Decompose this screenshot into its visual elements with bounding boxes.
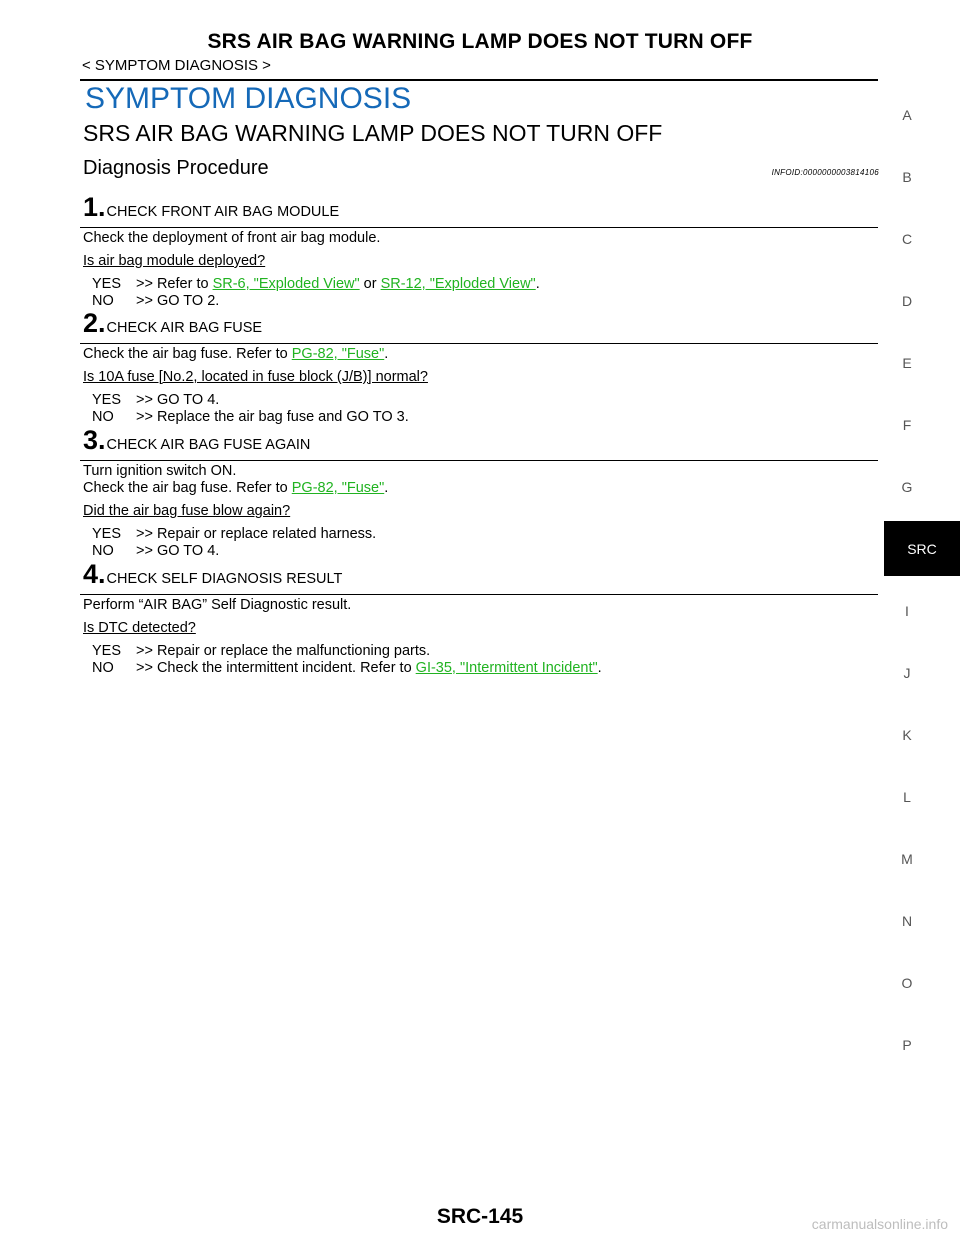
step-heading-3: 3. CHECK AIR BAG FUSE AGAIN bbox=[83, 425, 310, 456]
link-sr-6[interactable]: SR-6, "Exploded View" bbox=[212, 276, 360, 292]
answer-text: >> Repair or replace the malfunctioning … bbox=[136, 643, 431, 659]
step-title: CHECK FRONT AIR BAG MODULE bbox=[106, 204, 340, 220]
side-index-p[interactable]: P bbox=[902, 1037, 912, 1053]
side-index-l[interactable]: L bbox=[903, 789, 911, 805]
answer-text: >> Refer to bbox=[136, 276, 213, 292]
answer-text: >> GO TO 4. bbox=[136, 392, 220, 408]
side-index-a[interactable]: A bbox=[902, 107, 912, 123]
section-title: SYMPTOM DIAGNOSIS bbox=[85, 82, 412, 115]
step-number: 1 bbox=[83, 192, 99, 222]
answer-key: NO bbox=[92, 543, 114, 559]
answer-text: . bbox=[597, 660, 602, 676]
step-body: Turn ignition switch ON. bbox=[83, 463, 237, 479]
answer-key: NO bbox=[92, 660, 114, 676]
answer-text: >> GO TO 2. bbox=[136, 293, 220, 309]
answer-no: NO >> GO TO 2. bbox=[92, 293, 219, 309]
side-index-m[interactable]: M bbox=[901, 851, 913, 867]
answer-no: NO >> Check the intermittent incident. Re… bbox=[92, 660, 602, 676]
watermark: carmanualsonline.info bbox=[811, 1216, 948, 1232]
step-number: 4 bbox=[83, 559, 99, 589]
step-divider bbox=[80, 227, 878, 228]
body-text: Check the air bag fuse. Refer to bbox=[83, 346, 292, 362]
side-index-g[interactable]: G bbox=[901, 479, 913, 495]
step-divider bbox=[80, 594, 878, 595]
page-number: SRC-145 bbox=[436, 1205, 524, 1228]
step-heading-2: 2. CHECK AIR BAG FUSE bbox=[83, 308, 262, 339]
step-dot: . bbox=[98, 559, 106, 589]
step-title: CHECK SELF DIAGNOSIS RESULT bbox=[106, 571, 343, 587]
answer-yes: YES >> GO TO 4. bbox=[92, 392, 219, 408]
step-question: Is 10A fuse [No.2, located in fuse block… bbox=[83, 369, 428, 385]
answer-key: YES bbox=[92, 643, 122, 659]
answer-key: NO bbox=[92, 293, 114, 309]
side-index-j[interactable]: J bbox=[903, 665, 911, 681]
subsection-title: SRS AIR BAG WARNING LAMP DOES NOT TURN O… bbox=[83, 120, 663, 146]
answer-key: YES bbox=[92, 526, 122, 542]
side-index-e[interactable]: E bbox=[902, 355, 912, 371]
answer-yes: YES>> Refer to SR-6, "Exploded View" or … bbox=[92, 276, 540, 292]
step-title: CHECK AIR BAG FUSE AGAIN bbox=[106, 437, 311, 453]
step-question: Is DTC detected? bbox=[83, 620, 196, 636]
header-divider bbox=[80, 79, 878, 81]
step-body: Check the deployment of front air bag mo… bbox=[83, 230, 381, 246]
step-dot: . bbox=[98, 425, 106, 455]
step-divider bbox=[80, 343, 878, 344]
side-index-i[interactable]: I bbox=[905, 603, 909, 619]
step-heading-1: 1. CHECK FRONT AIR BAG MODULE bbox=[83, 192, 339, 223]
step-body: Check the air bag fuse. Refer to PG-82, … bbox=[83, 480, 388, 496]
body-text: Check the air bag fuse. Refer to bbox=[83, 480, 292, 496]
side-index-c[interactable]: C bbox=[901, 231, 913, 247]
step-question: Did the air bag fuse blow again? bbox=[83, 503, 291, 519]
answer-yes: YES >> Repair or replace the malfunctioni… bbox=[92, 643, 430, 659]
link-gi-35[interactable]: GI-35, "Intermittent Incident" bbox=[415, 660, 598, 676]
procedure-title: Diagnosis Procedure bbox=[83, 157, 269, 179]
step-dot: . bbox=[98, 308, 106, 338]
answer-text: >> Repair or replace related harness. bbox=[136, 526, 377, 542]
answer-no: NO >> Replace the air bag fuse and GO TO … bbox=[92, 409, 409, 425]
step-title: CHECK AIR BAG FUSE bbox=[106, 320, 263, 336]
page-header-title: SRS AIR BAG WARNING LAMP DOES NOT TURN O… bbox=[207, 30, 753, 53]
answer-key: YES bbox=[92, 392, 122, 408]
answer-text: >> Replace the air bag fuse and GO TO 3. bbox=[136, 409, 409, 425]
step-body: Check the air bag fuse. Refer to PG-82, … bbox=[83, 346, 388, 362]
side-index-n[interactable]: N bbox=[901, 913, 913, 929]
answer-text: . bbox=[535, 276, 540, 292]
body-text: . bbox=[384, 346, 389, 362]
answer-text: >> Check the intermittent incident. Refe… bbox=[136, 660, 416, 676]
body-text: . bbox=[384, 480, 389, 496]
step-heading-4: 4. CHECK SELF DIAGNOSIS RESULT bbox=[83, 559, 342, 590]
link-pg-82[interactable]: PG-82, "Fuse" bbox=[291, 480, 385, 496]
answer-key: NO bbox=[92, 409, 114, 425]
step-dot: . bbox=[98, 192, 106, 222]
step-divider bbox=[80, 460, 878, 461]
step-number: 2 bbox=[83, 308, 99, 338]
link-pg-82[interactable]: PG-82, "Fuse" bbox=[291, 346, 385, 362]
answer-text: or bbox=[359, 276, 381, 292]
step-number: 3 bbox=[83, 425, 99, 455]
step-question: Is air bag module deployed? bbox=[83, 253, 266, 269]
side-index-d[interactable]: D bbox=[901, 293, 913, 309]
side-index-k[interactable]: K bbox=[902, 727, 912, 743]
side-index-o[interactable]: O bbox=[901, 975, 913, 991]
breadcrumb: < SYMPTOM DIAGNOSIS > bbox=[82, 57, 271, 74]
side-index-f[interactable]: F bbox=[902, 417, 912, 433]
answer-yes: YES >> Repair or replace related harness. bbox=[92, 526, 376, 542]
answer-key: YES bbox=[92, 276, 122, 292]
side-index-src-active[interactable]: SRC bbox=[884, 521, 960, 576]
link-sr-12[interactable]: SR-12, "Exploded View" bbox=[380, 276, 536, 292]
step-body: Perform “AIR BAG” Self Diagnostic result… bbox=[83, 597, 352, 613]
answer-text: >> GO TO 4. bbox=[136, 543, 220, 559]
answer-no: NO >> GO TO 4. bbox=[92, 543, 219, 559]
side-index-b[interactable]: B bbox=[902, 169, 912, 185]
info-id: INFOID:0000000003814106 bbox=[771, 168, 879, 177]
